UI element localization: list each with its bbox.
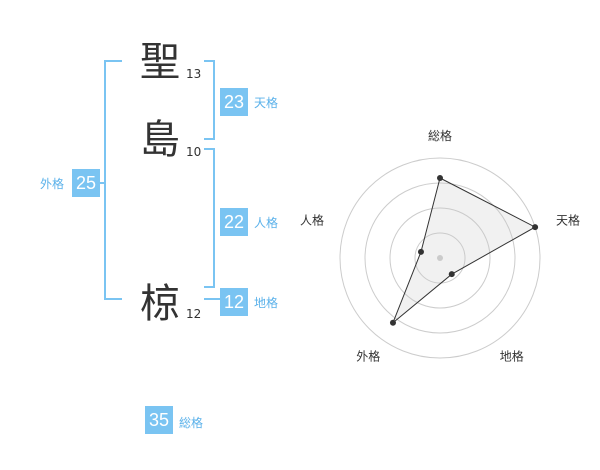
gaikaku-bracket-vertical: [104, 60, 106, 300]
radar-axis-label-3: 地格: [500, 349, 524, 364]
radar-center-dot: [437, 255, 443, 261]
radar-axis-label-4: 外格: [356, 349, 380, 364]
radar-grid-ring: [364, 182, 516, 334]
name-char-3: 椋: [140, 281, 180, 327]
gaikaku-bracket-top: [104, 60, 122, 62]
name-char-2: 島: [140, 117, 180, 163]
radar-grid-ring: [414, 232, 466, 284]
soukaku-label: 総格: [179, 416, 204, 430]
stroke-count-1: 13: [186, 67, 202, 81]
radar-data-polygon: [392, 177, 537, 324]
radar-point-3: [448, 271, 455, 278]
radar-grid-ring: [339, 157, 541, 359]
radar-grid-ring: [389, 207, 491, 309]
name-char-1: 聖: [140, 39, 180, 85]
jinkaku-bracket-bottom: [204, 286, 215, 288]
stroke-count-2: 10: [186, 145, 202, 159]
chikaku-connector: [204, 298, 220, 300]
gaikaku-label: 外格: [40, 177, 65, 191]
radar-axis-label-1: 総格: [428, 128, 452, 143]
chikaku-label: 地格: [254, 296, 279, 310]
jinkaku-badge: 22: [220, 208, 248, 236]
radar-point-5: [417, 248, 424, 255]
jinkaku-bracket-top: [204, 148, 215, 150]
tenkaku-bracket-vertical: [213, 60, 215, 140]
chikaku-badge: 12: [220, 288, 248, 316]
gaikaku-connector: [100, 182, 106, 184]
tenkaku-badge: 23: [220, 88, 248, 116]
tenkaku-bracket-top: [204, 60, 215, 62]
gaikaku-bracket-bottom: [104, 298, 122, 300]
stroke-count-3: 12: [186, 307, 202, 321]
jinkaku-label: 人格: [254, 216, 279, 230]
soukaku-badge: 35: [145, 406, 173, 434]
radar-point-4: [389, 319, 396, 326]
tenkaku-label: 天格: [254, 96, 279, 110]
radar-point-1: [437, 175, 443, 181]
tenkaku-bracket-bottom: [204, 138, 215, 140]
jinkaku-bracket-vertical: [213, 148, 215, 288]
gaikaku-badge: 25: [72, 169, 100, 197]
radar-point-2: [532, 224, 539, 231]
radar-axis-label-5: 人格: [300, 212, 324, 227]
radar-axis-label-2: 天格: [556, 212, 580, 227]
